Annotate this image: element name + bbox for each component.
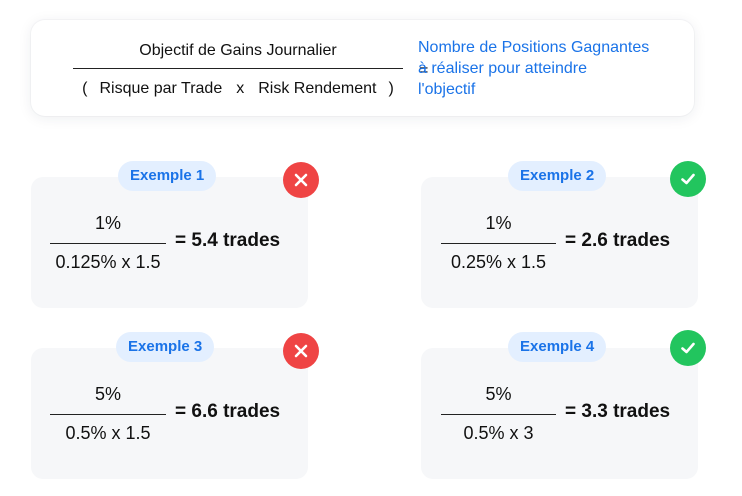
formula-numerator: Objectif de Gains Journalier xyxy=(139,42,337,59)
example-denominator: 0.5% x 3 xyxy=(463,423,534,443)
formula-risk-label: Risque par Trade xyxy=(99,80,223,97)
formula-result-line: l'objectif xyxy=(418,81,476,98)
example-denominator: 0.25% x 1.5 xyxy=(450,252,547,272)
formula-result-line: Nombre de Positions Gagnantes xyxy=(418,39,650,56)
example-card xyxy=(31,177,308,308)
example-badge: Exemple 3 xyxy=(116,332,215,362)
formula-equals: = xyxy=(419,62,429,79)
example-numerator: 5% xyxy=(485,384,512,404)
example-fraction-line xyxy=(441,243,556,244)
example-fraction-line xyxy=(441,414,556,415)
example-result: = 5.4 trades xyxy=(175,230,281,251)
check-icon xyxy=(670,161,706,197)
formula-denominator: ( Risque par Trade x Risk Rendement ) xyxy=(73,80,403,98)
example-badge: Exemple 1 xyxy=(118,161,217,191)
formula-open-paren: ( xyxy=(82,80,88,97)
example-card xyxy=(31,348,308,479)
cross-icon xyxy=(283,162,319,198)
example-fraction: 5% 0.5% x 1.5 xyxy=(50,384,166,444)
example-fraction: 1% 0.25% x 1.5 xyxy=(441,213,556,273)
example-badge: Exemple 4 xyxy=(508,332,607,362)
example-result: = 3.3 trades xyxy=(565,401,671,422)
formula-result-line: à réaliser pour atteindre xyxy=(418,60,587,77)
formula-card: Objectif de Gains Journalier ( Risque pa… xyxy=(31,20,694,116)
example-numerator: 5% xyxy=(94,384,121,404)
example-denominator: 0.125% x 1.5 xyxy=(55,252,161,272)
example-result: = 6.6 trades xyxy=(175,401,281,422)
example-card xyxy=(421,348,698,479)
example-badge: Exemple 2 xyxy=(508,161,607,191)
formula-reward-label: Risk Rendement xyxy=(258,80,377,97)
example-numerator: 1% xyxy=(94,213,121,233)
example-card xyxy=(421,177,698,308)
cross-icon xyxy=(283,333,319,369)
example-numerator: 1% xyxy=(485,213,512,233)
formula-fraction-line xyxy=(73,68,403,69)
formula-result: Nombre de Positions Gagnantes à réaliser… xyxy=(418,37,688,100)
example-fraction: 1% 0.125% x 1.5 xyxy=(50,213,166,273)
example-denominator: 0.5% x 1.5 xyxy=(65,423,151,443)
example-fraction: 5% 0.5% x 3 xyxy=(441,384,556,444)
check-icon xyxy=(670,330,706,366)
example-result: = 2.6 trades xyxy=(565,230,671,251)
example-fraction-line xyxy=(50,243,166,244)
formula-times: x xyxy=(236,80,245,97)
example-fraction-line xyxy=(50,414,166,415)
formula-close-paren: ) xyxy=(388,80,394,97)
